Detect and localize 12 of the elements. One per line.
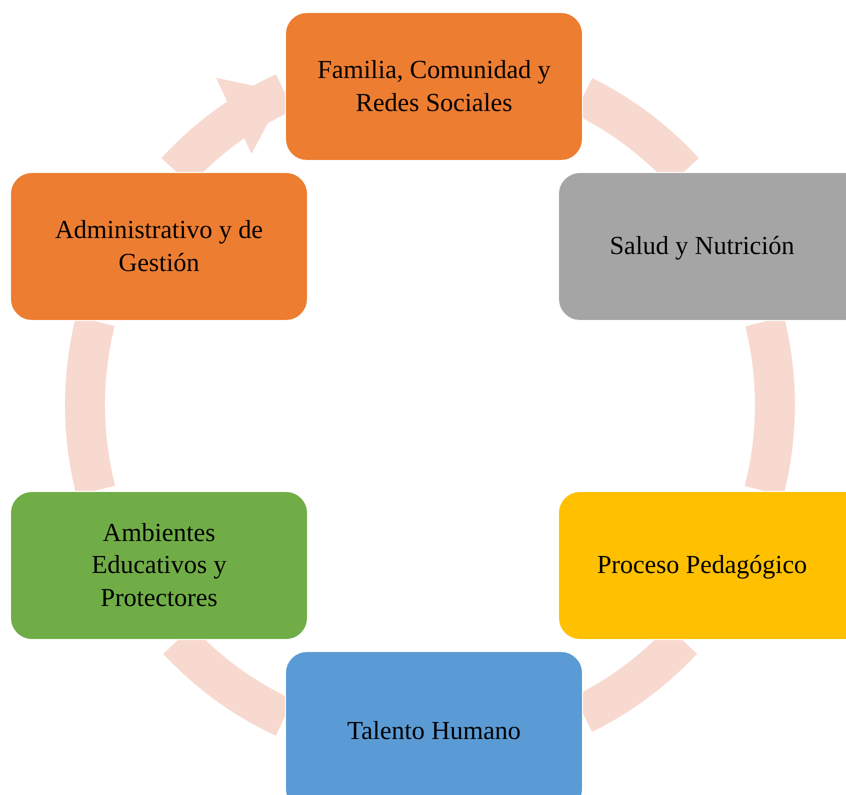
box-label: Proceso Pedagógico xyxy=(596,549,808,582)
process-box xyxy=(10,491,308,640)
box-label: Familia, Comunidad y Redes Sociales xyxy=(316,54,552,118)
process-box xyxy=(285,651,583,795)
box-label: Ambientes Educativos y Protectores xyxy=(90,516,228,614)
process-box xyxy=(285,12,583,161)
process-box xyxy=(10,172,308,321)
process-box xyxy=(558,172,846,321)
process-box xyxy=(558,491,846,640)
box-label: Talento Humano xyxy=(347,714,521,747)
box-label: Salud y Nutrición xyxy=(610,230,794,262)
box-label: Administrativo y de Gestión xyxy=(54,214,264,278)
